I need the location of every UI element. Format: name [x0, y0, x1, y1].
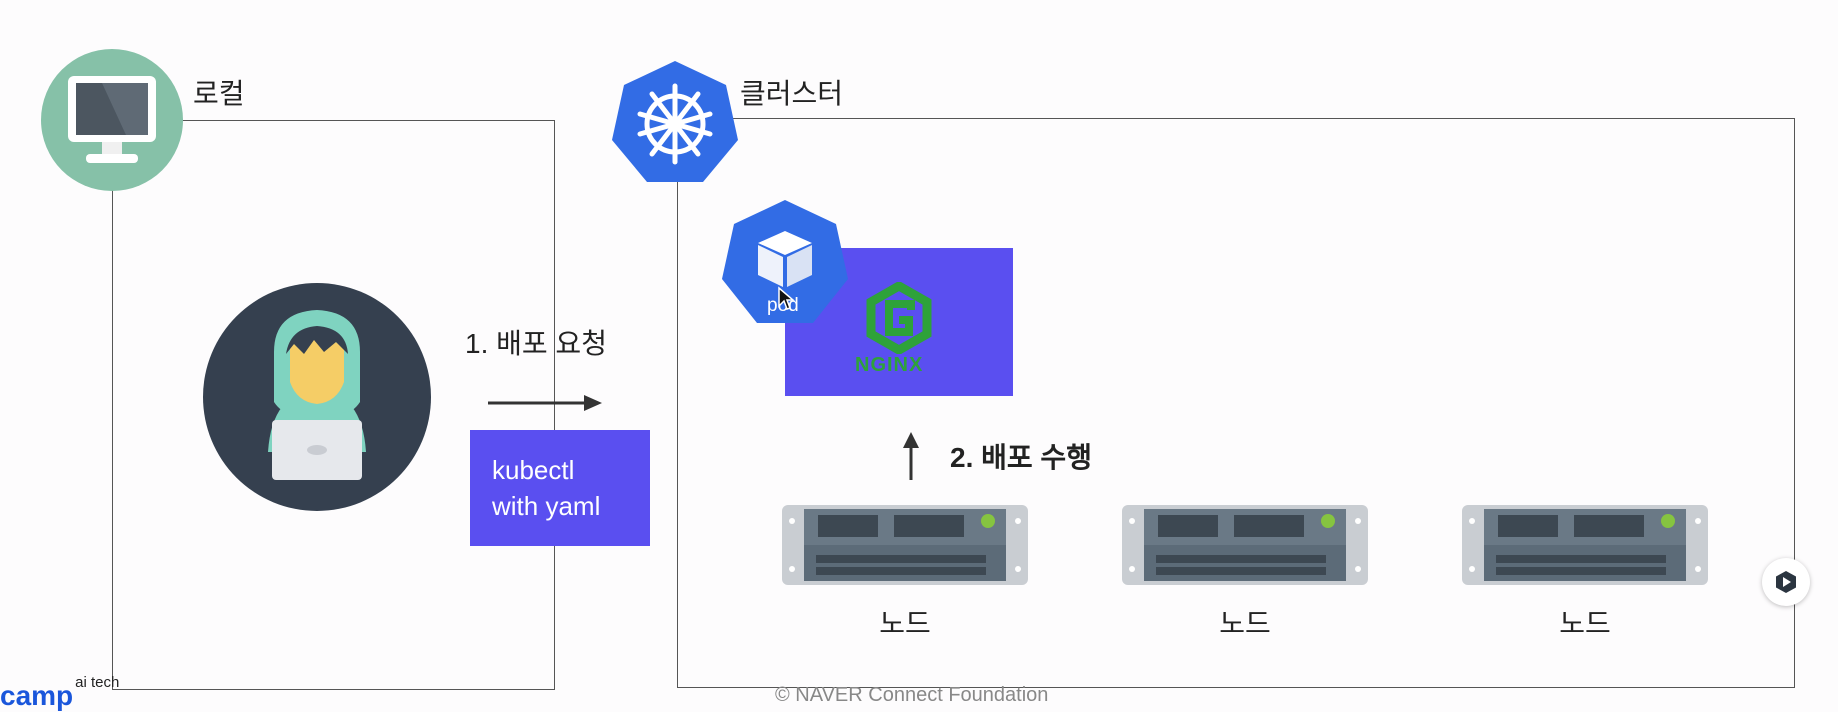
- hexagon-play-icon: [1776, 571, 1796, 593]
- side-action-button[interactable]: [1762, 558, 1810, 606]
- local-label: 로컬: [193, 78, 245, 109]
- kubernetes-icon: [612, 61, 738, 182]
- logo-sup: ai tech: [75, 673, 120, 691]
- monitor-icon: [41, 49, 183, 191]
- deploy-request-arrow: [488, 395, 602, 411]
- cluster-label: 클러스터: [740, 78, 844, 109]
- server-icon: [782, 505, 1028, 585]
- deploy-execute-arrow: [903, 432, 919, 480]
- logo-main: camp: [0, 680, 74, 711]
- copyright-footer: © NAVER Connect Foundation: [775, 684, 1049, 706]
- developer-avatar: [203, 283, 431, 511]
- pod-icon: [722, 200, 848, 323]
- kubectl-line2: with yaml: [492, 491, 601, 521]
- node-label: 노드: [1219, 608, 1271, 639]
- mouse-cursor-icon: [778, 286, 795, 310]
- node-label: 노드: [879, 608, 931, 639]
- nginx-logo-icon: [866, 282, 932, 354]
- kubectl-box: kubectl with yaml: [470, 430, 650, 546]
- kubectl-line1: kubectl: [492, 455, 575, 485]
- server-icon: [1122, 505, 1368, 585]
- step1-label: 1. 배포 요청: [465, 328, 607, 359]
- step2-label: 2. 배포 수행: [950, 442, 1092, 473]
- local-frame: [112, 120, 555, 690]
- node-label: 노드: [1559, 608, 1611, 639]
- cluster-frame: [677, 118, 1795, 688]
- server-icon: [1462, 505, 1708, 585]
- nginx-logo-text: NGINX: [855, 354, 924, 376]
